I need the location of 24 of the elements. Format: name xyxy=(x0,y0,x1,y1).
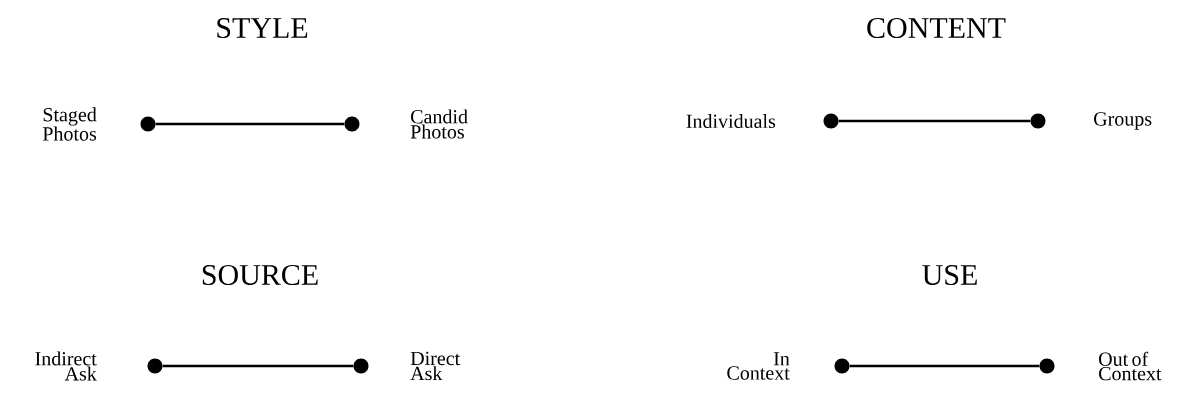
scale-label: Indirect Ask xyxy=(35,351,97,381)
dot xyxy=(344,116,360,132)
dot xyxy=(1030,113,1046,129)
scale-line xyxy=(162,364,354,368)
scale-line xyxy=(849,364,1040,368)
scale-line xyxy=(838,119,1031,123)
dot xyxy=(823,113,839,129)
scale-label: Staged Photos xyxy=(42,107,97,141)
scale-label: Groups xyxy=(1094,112,1152,130)
scale-label: Candid Photos xyxy=(410,109,468,139)
scale-label: Direct Ask xyxy=(410,351,461,381)
scale-line xyxy=(155,122,345,126)
dot xyxy=(140,116,156,132)
scale-label: Out of Context xyxy=(1099,351,1162,381)
dot xyxy=(834,358,850,374)
dot xyxy=(353,358,369,374)
dot xyxy=(1039,358,1055,374)
heading: SOURCE xyxy=(202,264,318,286)
heading: USE xyxy=(922,264,977,286)
heading: CONTENT xyxy=(867,17,1006,39)
dot xyxy=(147,358,163,374)
scale-label: Individuals xyxy=(686,113,776,129)
scale-label: In Context xyxy=(727,352,790,380)
heading: STYLE xyxy=(217,17,308,39)
